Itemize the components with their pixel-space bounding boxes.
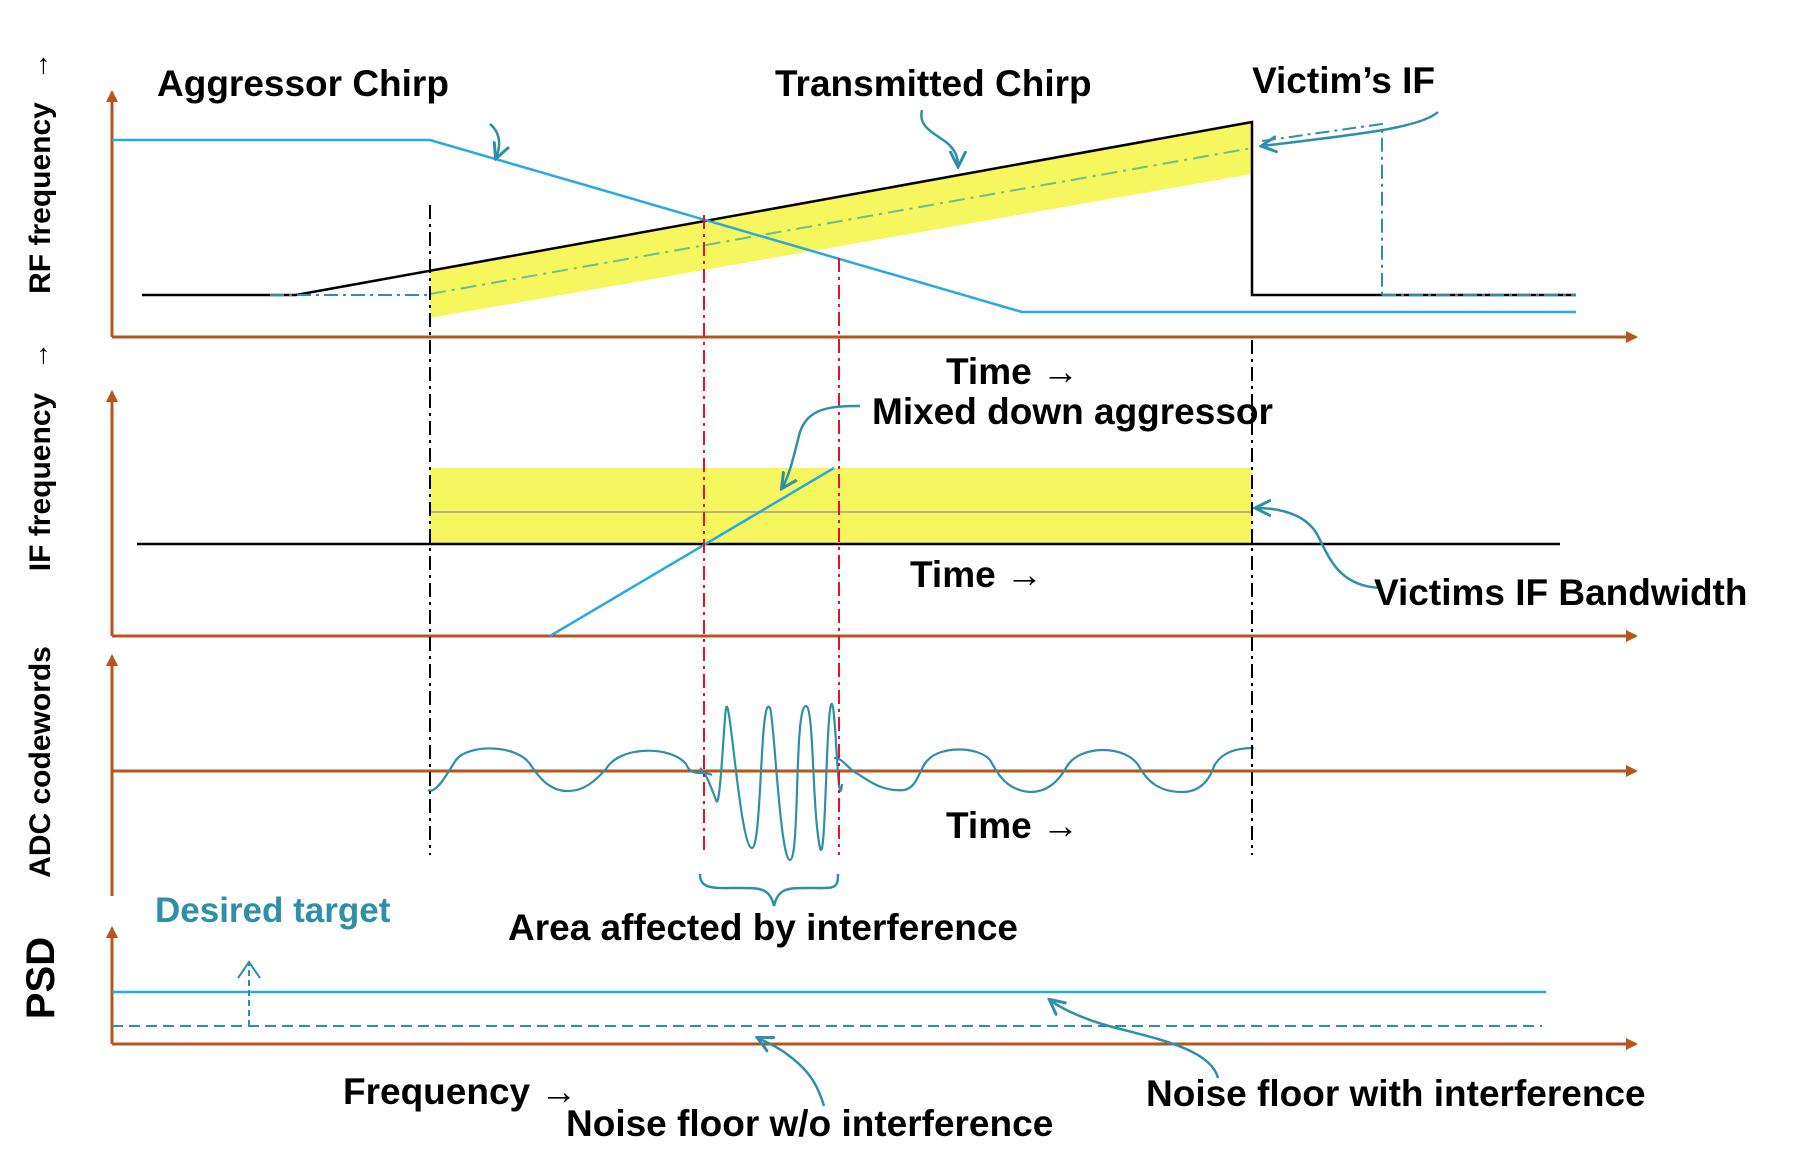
transmitted-chirp-line: [142, 120, 1576, 297]
victims-if-callout: [1262, 111, 1439, 146]
rf-y-label: RF frequency: [24, 102, 57, 294]
transmitted-callout: [920, 109, 958, 166]
mixed-down-callout: [782, 404, 861, 488]
if-time-label: Time →: [910, 554, 1043, 595]
rf-time-label: Time →: [946, 351, 1079, 392]
if-y-label: IF frequency: [24, 392, 57, 571]
victims-if-bandwidth-label: Victims IF Bandwidth: [1374, 572, 1747, 613]
victims-if-label: Victim’s IF: [1252, 60, 1435, 101]
vertical-markers: [429, 205, 1253, 855]
mixed-down-aggressor-label: Mixed down aggressor: [872, 391, 1273, 432]
if-y-arrow: →: [23, 342, 54, 370]
adc-waveform-burst: [699, 702, 844, 862]
adc-waveform-left: [427, 747, 713, 793]
area-affected-label: Area affected by interference: [508, 907, 1018, 948]
desired-target-marker: [237, 960, 261, 1026]
mixed-down-aggressor-line: [549, 466, 835, 638]
noise-floor-with-label: Noise floor with interference: [1146, 1073, 1646, 1114]
aggressor-callout: [489, 123, 499, 158]
desired-target-label: Desired target: [155, 891, 391, 930]
axes: [106, 90, 1638, 1050]
noise-floor-without-callout: [758, 1038, 826, 1107]
adc-waveform-right: [833, 746, 1255, 794]
psd-frequency-label: Frequency →: [343, 1071, 577, 1112]
victim-if-callout-bracket: [1261, 122, 1383, 295]
adc-y-label: ADC codewords: [24, 646, 57, 878]
victim-if-centerline: [429, 147, 1253, 295]
aggressor-chirp-label: Aggressor Chirp: [157, 63, 449, 104]
noise-floor-with-callout: [1050, 1000, 1220, 1079]
aggressor-chirp-line: [112, 138, 1576, 314]
transmitted-chirp-label: Transmitted Chirp: [775, 63, 1092, 104]
adc-time-label: Time →: [946, 805, 1079, 846]
psd-y-label: PSD: [19, 937, 63, 1019]
area-affected-brace: [698, 873, 840, 907]
callouts: [489, 109, 1439, 1107]
rf-y-arrow: →: [23, 52, 54, 80]
victims-if-bandwidth-callout: [1256, 508, 1381, 590]
victims-if-band: [430, 468, 1252, 544]
noise-floor-without-label: Noise floor w/o interference: [566, 1103, 1053, 1144]
